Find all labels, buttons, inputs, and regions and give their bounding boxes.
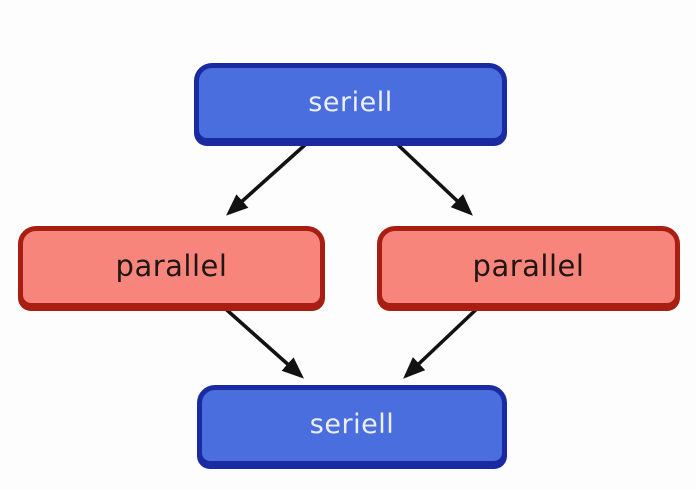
- node-parallel-left: parallel: [18, 226, 325, 308]
- node-seriell-top: seriell: [194, 63, 507, 143]
- arrow-seriell-top-to-parallel-right: [395, 142, 473, 216]
- node-seriell-bottom: seriell: [197, 385, 507, 466]
- arrow-seriell-top-to-parallel-left: [226, 142, 308, 216]
- node-label: seriell: [308, 86, 393, 118]
- node-label: seriell: [309, 409, 395, 440]
- node-parallel-right: parallel: [377, 226, 680, 308]
- node-label: parallel: [115, 248, 228, 283]
- node-label: parallel: [472, 248, 585, 283]
- arrow-parallel-right-to-seriell-bottom: [403, 301, 485, 379]
- arrow-parallel-left-to-seriell-bottom: [217, 301, 304, 379]
